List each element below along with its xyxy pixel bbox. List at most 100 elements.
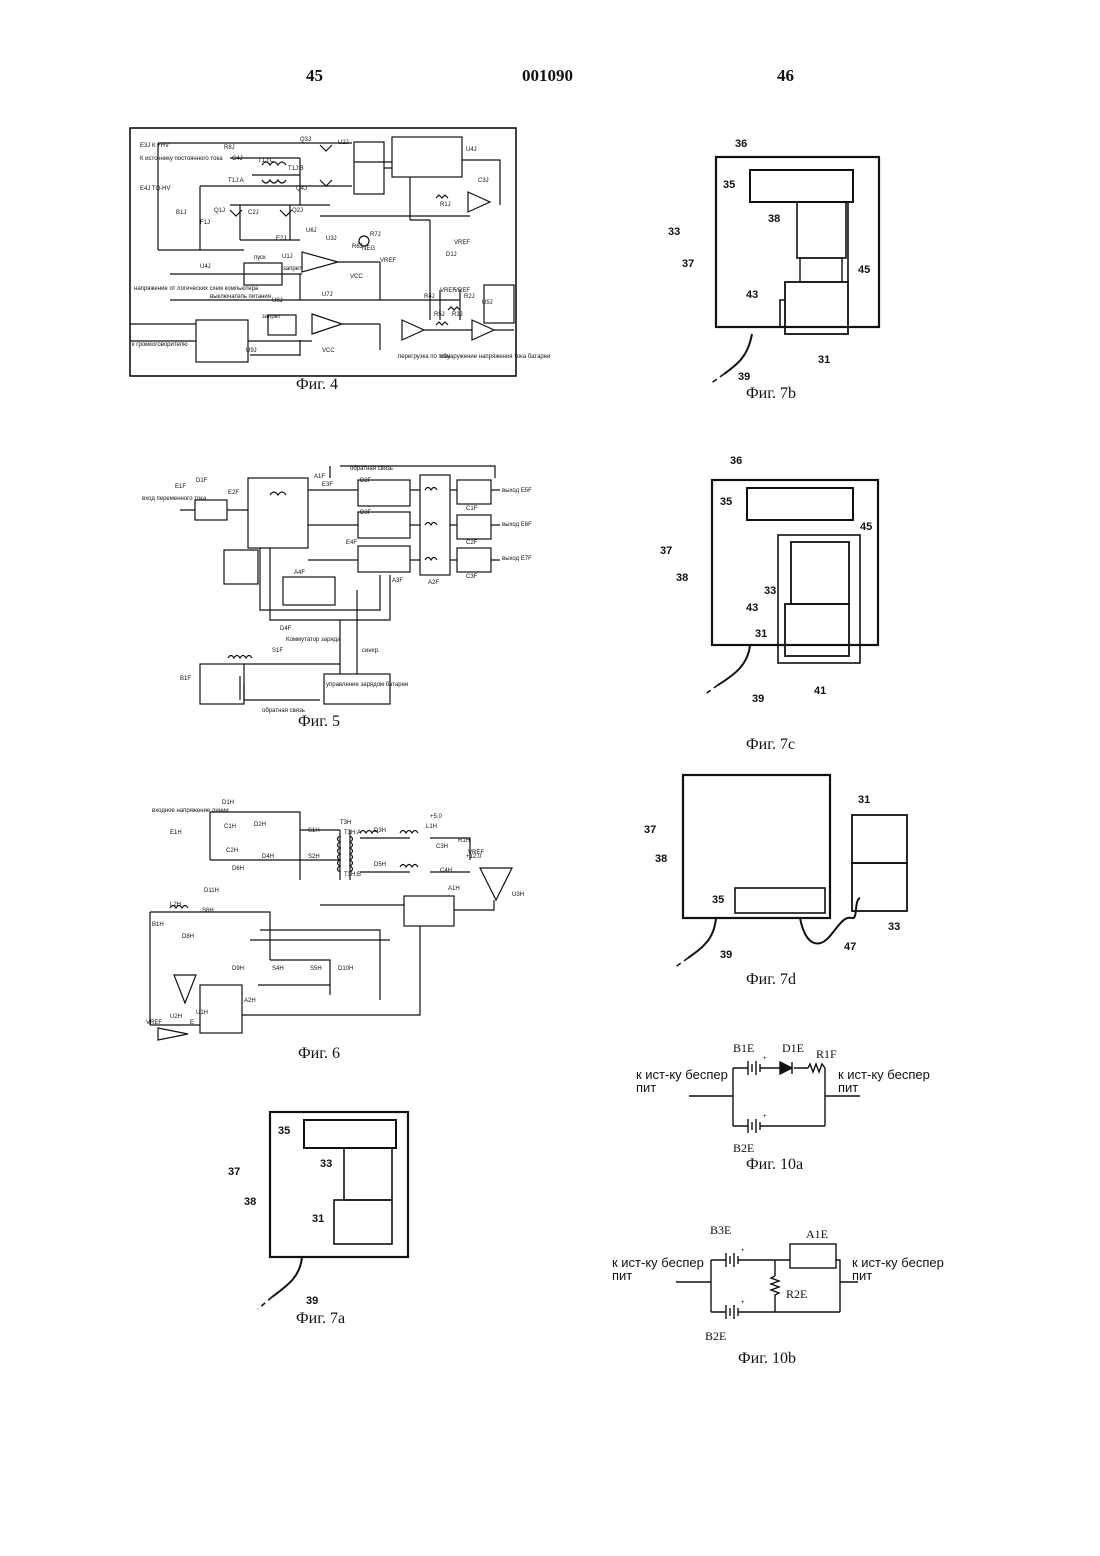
fig6-parts-label-12: D3H [374,828,386,834]
fig4-parts-label-3: C3J [478,178,489,184]
fig4-parts-label-37: VREF [454,288,470,294]
figure-7c [704,480,878,695]
fig6-opamp-u1h [174,975,196,1003]
fig5-parts-label-6: D3F [360,510,372,516]
fig4-parts-label-4: R8J [224,145,235,151]
fig5-label-out2: выход E6F [502,522,532,528]
fig6-parts-label-10: T3H:A [344,830,361,836]
fig10-labels-label-3: B2E [705,1329,726,1343]
fig4-block-u9j [196,320,248,362]
fig6-parts-label-29: VREF [146,1020,162,1026]
fig7-labels-label-3: 37 [660,545,672,557]
caption-fig7c: Фиг. 7c [746,736,826,754]
caption-fig7a: Фиг. 7a [296,1310,376,1328]
fig5-out-c1f [457,480,491,504]
caption-fig4: Фиг. 4 [296,376,376,394]
figure-7b [710,157,879,384]
fig5-battery-control [324,674,390,704]
fig6-opamp-u3h [480,868,512,900]
fig4-parts-label-19: R7J [370,232,381,238]
fig4-parts-label-29: R4J [424,294,435,300]
fig10b-resistor-r2e [771,1276,779,1300]
fig4-parts-label-10: B1J [176,210,186,216]
fig4-parts-label-35: VREF [454,240,470,246]
caption-fig10a: Фиг. 10a [746,1156,826,1174]
caption-fig6: Фиг. 6 [298,1045,378,1063]
fig6-parts-label-26: B1H [152,922,164,928]
fig4-parts-label-31: R3J [452,312,463,318]
fig7-labels-label-7: 31 [755,628,767,640]
fig4-parts-label-14: Q2J [292,208,303,214]
fig4-opamp-u7j [312,314,342,334]
fig6-parts-label-1: C1H [224,824,236,830]
fig5-label-out3: выход E7F [502,556,532,562]
fig7d-element-31 [852,815,907,863]
fig4-parts-label-26: U7J [322,292,333,298]
fig10b-label-right: к ист-ку беспер пит [852,1256,962,1282]
fig4-parts-label-28: U9J [246,348,257,354]
fig4-parts-label-2: U4J [466,147,477,153]
fig5-converter-a1f [248,478,308,548]
fig7a-housing [270,1112,408,1257]
fig4-parts-label-0: Q3J [300,137,311,143]
fig4-parts-label-12: Q1J [214,208,225,214]
fig6-parts-label-16: C4H [440,868,452,874]
fig5-parts-label-4: E3F [322,482,333,488]
fig7a-element-33 [344,1148,392,1200]
fig7-labels-label-2: 45 [860,521,872,533]
fig7d-cable-39 [688,918,716,958]
fig5-parts-label-9: A3F [392,578,403,584]
fig5-out-c3f [457,548,491,572]
fig4-parts-label-17: E2J [276,236,286,242]
fig4-parts-label-33: U5J [482,300,493,306]
fig4-opamp-u6j-right [468,192,490,212]
fig10-labels-label-0: B1E [733,1041,754,1055]
fig6-parts-label-31: A2H [244,998,256,1004]
fig6-parts-label-2: D2H [254,822,266,828]
fig6-parts-label-30: U2H [170,1014,182,1020]
fig7-labels-label-1: 35 [723,179,735,191]
fig7b-element-33 [797,202,846,258]
fig7-labels-label-4: 31 [312,1213,324,1225]
fig6-parts-label-13: L1H [426,824,437,830]
svg-text:+: + [763,1056,767,1062]
figure-7d [674,775,907,968]
fig7-labels-label-5: 33 [764,585,776,597]
svg-text:+: + [741,1248,745,1254]
fig10-labels-label-2: R2E [786,1287,807,1301]
fig6-parts-label-24: S6H [202,908,214,914]
fig7d-element-33 [852,863,907,911]
fig4-label-dc-source: К источнику постоянного тока [140,156,223,162]
fig7-labels-label-6: 43 [746,602,758,614]
fig10-labels-label-1: A1E [806,1227,828,1241]
fig10a-label-right: к ист-ку беспер пит [838,1068,948,1094]
fig7-labels-label-6: 43 [746,289,758,301]
fig6-parts-label-3: S1H [308,828,320,834]
fig4-parts-label-18: U6J [306,228,317,234]
fig4-parts-label-11: F1J [200,220,210,226]
fig7c-element-35 [747,488,853,520]
fig6-block-a1h [404,896,454,926]
fig7-labels-label-5: 45 [858,264,870,276]
fig6-parts-label-17: R1H [458,838,470,844]
fig10-labels-label-2: R1F [816,1047,837,1061]
fig7-labels-label-8: 41 [814,685,826,697]
fig5-parts-label-5: D2F [360,478,372,484]
fig4-parts-label-22: VREF [380,258,396,264]
fig4-parts-label-7: T1J:B [288,166,304,172]
svg-text:+: + [763,1114,767,1120]
fig6-opamp-u2h [158,1028,188,1040]
fig4-label-logic-voltage: напряжение от логических схем компьютера [134,286,259,292]
fig7-labels-label-4: 33 [888,921,900,933]
fig6-parts-label-32: D9H [232,966,244,972]
fig7-labels-label-0: 36 [735,138,747,150]
fig5-switch-a3f [358,546,410,572]
fig6-parts-label-25: A1H [448,886,460,892]
fig7-labels-label-0: 35 [278,1125,290,1137]
fig4-label-start: пуск [254,255,266,261]
fig10b-block-a1e [790,1244,836,1268]
caption-fig5: Фиг. 5 [298,713,378,731]
fig6-parts-label-27: D8H [182,934,194,940]
fig5-parts-label-10: A2F [428,580,439,586]
